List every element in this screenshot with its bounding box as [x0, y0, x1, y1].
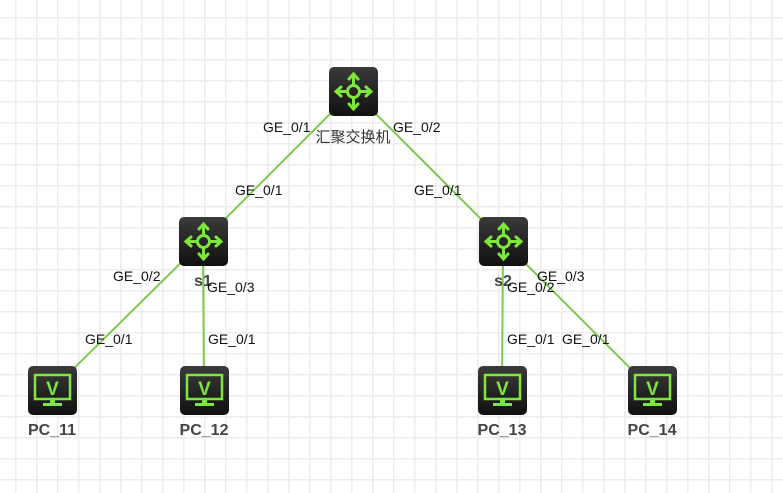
pc-icon: V: [483, 373, 521, 406]
device-label: PC_13: [477, 422, 527, 439]
link-core-s1[interactable]: [202, 90, 354, 242]
device-label: PC_14: [627, 422, 677, 439]
device-s1[interactable]: [178, 216, 228, 266]
switch-icon: [333, 71, 373, 111]
svg-text:V: V: [496, 379, 509, 400]
svg-text:V: V: [646, 379, 659, 400]
device-label: s2: [494, 273, 512, 290]
port-label: GE_0/2: [113, 268, 161, 284]
switch-icon: [483, 221, 523, 261]
device-label: PC_12: [179, 422, 229, 439]
port-label: GE_0/1: [507, 331, 555, 347]
link-core-s2[interactable]: [352, 90, 504, 242]
link-s2-pc13[interactable]: [501, 240, 504, 391]
device-label: PC_11: [27, 422, 77, 439]
pc-icon: V: [185, 373, 223, 406]
pc-icon: V: [33, 373, 71, 406]
device-pc14[interactable]: V: [627, 365, 677, 415]
svg-text:V: V: [198, 379, 211, 400]
device-label: 汇聚交换机: [315, 129, 391, 146]
port-label: GE_0/1: [414, 182, 462, 198]
port-label: GE_0/3: [537, 268, 585, 284]
link-s2-pc14[interactable]: [502, 240, 653, 391]
port-label: GE_0/3: [207, 279, 255, 295]
port-label: GE_0/2: [393, 119, 441, 135]
pc-icon: V: [633, 373, 671, 406]
svg-text:V: V: [46, 379, 59, 400]
device-label: s1: [194, 273, 212, 290]
port-label: GE_0/2: [507, 279, 555, 295]
device-pc13[interactable]: V: [477, 365, 527, 415]
device-pc12[interactable]: V: [179, 365, 229, 415]
device-pc11[interactable]: V: [27, 365, 77, 415]
port-label: GE_0/1: [235, 182, 283, 198]
port-label: GE_0/1: [85, 331, 133, 347]
link-s1-pc11[interactable]: [51, 240, 204, 391]
device-s2[interactable]: [478, 216, 528, 266]
port-label: GE_0/1: [208, 331, 256, 347]
switch-icon: [183, 221, 223, 261]
device-core[interactable]: [328, 66, 378, 116]
link-s1-pc12[interactable]: [202, 240, 205, 391]
port-label: GE_0/1: [562, 331, 610, 347]
port-label: GE_0/1: [263, 119, 311, 135]
